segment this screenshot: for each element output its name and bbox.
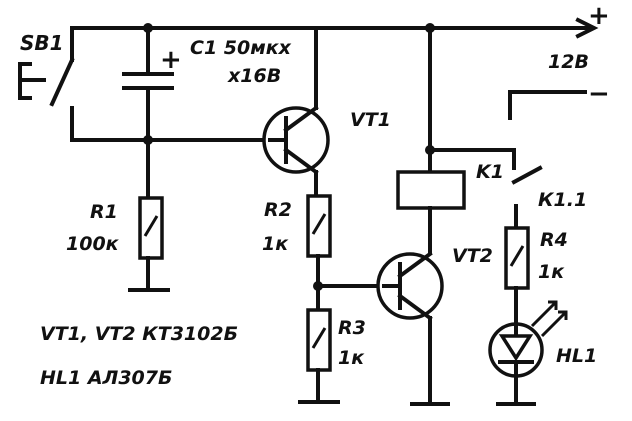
label-r4-value: 1к [538, 261, 565, 283]
minus-terminal-sign: − [588, 79, 610, 109]
label-k1-1: К1.1 [538, 189, 587, 211]
label-hl1: HL1 [556, 345, 597, 367]
label-r1-name: R1 [90, 201, 118, 223]
label-r4-name: R4 [540, 229, 568, 251]
label-k1: K1 [476, 161, 504, 183]
transistor-vt2 [376, 251, 450, 406]
positive-arrow [575, 17, 599, 39]
label-r2-name: R2 [264, 199, 292, 221]
plus-terminal-sign: + [588, 1, 610, 31]
label-vt2: VT2 [452, 245, 493, 267]
label-r3-value: 1к [338, 347, 365, 369]
label-c1: C1 50мкх [190, 37, 292, 59]
label-c1-voltage: х16В [227, 65, 281, 87]
note-led: HL1 АЛ307Б [40, 367, 172, 389]
label-vt1: VT1 [350, 109, 391, 131]
led-hl1 [488, 300, 568, 406]
negative-terminal [508, 90, 587, 120]
resistor-r2 [306, 194, 332, 312]
junction-dot [143, 23, 153, 33]
capacitor-plus-sign: + [160, 45, 182, 75]
resistor-r3 [298, 308, 340, 404]
switch-sb1 [18, 26, 75, 142]
note-transistors: VT1, VT2 КТ3102Б [40, 323, 238, 345]
label-sb1: SB1 [20, 31, 64, 55]
relay-contact-wire [428, 148, 516, 170]
resistor-r1 [128, 138, 170, 292]
label-r3-name: R3 [338, 317, 366, 339]
relay-contact-k1-1 [511, 165, 543, 230]
resistor-r4 [504, 226, 530, 328]
junction-dot [425, 23, 435, 33]
relay-k1 [396, 26, 466, 254]
label-r2-value: 1к [262, 233, 289, 255]
transistor-vt1 [262, 26, 330, 198]
capacitor-c1 [122, 26, 174, 142]
label-r1-value: 100к [66, 233, 120, 255]
label-supply-voltage: 12В [548, 51, 589, 73]
